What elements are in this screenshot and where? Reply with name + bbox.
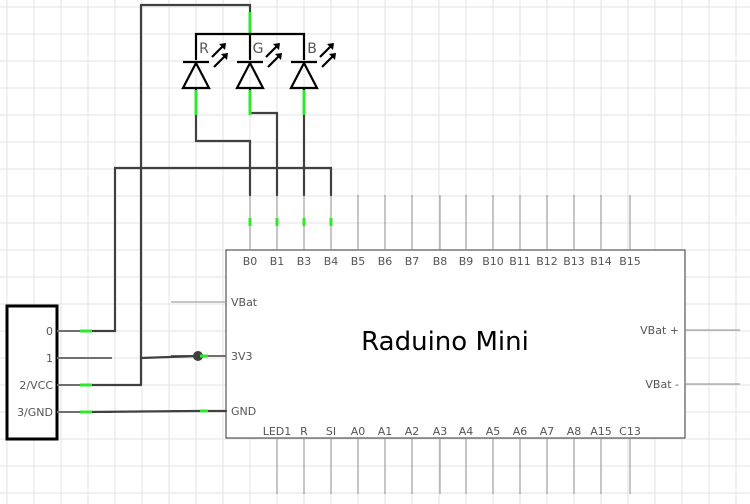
rgb-led[interactable]: R G B [181,32,336,90]
pin-label-b9: B9 [459,255,474,268]
pin-label-a4: A4 [459,425,474,438]
pin-label-vbat-plus: VBat + [640,324,679,337]
pin-label-b4: B4 [324,255,339,268]
pin-label-led1: LED1 [263,425,292,438]
wire-gnd[interactable] [83,409,228,414]
led-r-symbol [181,43,228,90]
pin-label-b3: B3 [297,255,312,268]
pin-label-b14: B14 [590,255,612,268]
connector-body[interactable] [5,304,59,441]
pin-label-a7: A7 [540,425,555,438]
pin-label-b1: B1 [270,255,285,268]
wire-3v3[interactable] [139,354,200,360]
pin-label-b13: B13 [563,255,585,268]
led-g-symbol [235,43,282,90]
pin-label-b0: B0 [243,255,258,268]
pin-label-a2: A2 [405,425,420,438]
connector-pin-0-label: 0 [46,325,53,338]
led-label-b: B [307,41,317,57]
pin-label-si: SI [326,425,336,438]
wire-led-g[interactable] [248,111,279,197]
pin-label-r: R [300,425,308,438]
pin-label-vbat: VBat [231,296,258,309]
pin-label-a1: A1 [378,425,393,438]
led-b-symbol [289,43,336,90]
pin-label-a3: A3 [433,425,448,438]
led-label-g: G [253,41,264,57]
pin-label-a8: A8 [567,425,582,438]
wire-led-r[interactable] [194,111,252,197]
pin-label-b12: B12 [536,255,558,268]
led-label-r: R [199,41,209,57]
connector-pin-3-label: 3/GND [17,406,53,419]
pin-label-a6: A6 [513,425,528,438]
wires [83,3,333,414]
pin-label-b15: B15 [619,255,641,268]
pin-label-b11: B11 [509,255,531,268]
wire-pin0[interactable] [83,166,333,333]
pin-label-3v3: 3V3 [231,350,253,363]
connector-pin-2-label: 2/VCC [19,379,53,392]
connector-pin-1-label: 1 [46,352,53,365]
board-body[interactable] [225,249,686,439]
pin-label-c13: C13 [619,425,641,438]
pin-label-b7: B7 [405,255,420,268]
pin-label-b8: B8 [433,255,448,268]
pin-label-gnd: GND [231,405,256,418]
right-pins: VBat + VBat - [640,324,740,391]
top-pins: B0 B1 B3 B4 B5 B6 B7 B8 B9 B10 B11 B12 B… [243,195,641,268]
junction-dot [193,351,203,361]
pin-ends [80,12,333,414]
bottom-pins: LED1 R SI A0 A1 A2 A3 A4 A5 A6 A7 A8 A15… [263,425,641,494]
pin-label-a5: A5 [486,425,501,438]
pin-label-a0: A0 [351,425,366,438]
board-title: Raduino Mini [361,327,529,357]
pin-label-b10: B10 [482,255,504,268]
pin-label-vbat-minus: VBat - [645,378,679,391]
pin-label-b6: B6 [378,255,393,268]
pin-label-b5: B5 [351,255,366,268]
pin-label-a15: A15 [590,425,612,438]
